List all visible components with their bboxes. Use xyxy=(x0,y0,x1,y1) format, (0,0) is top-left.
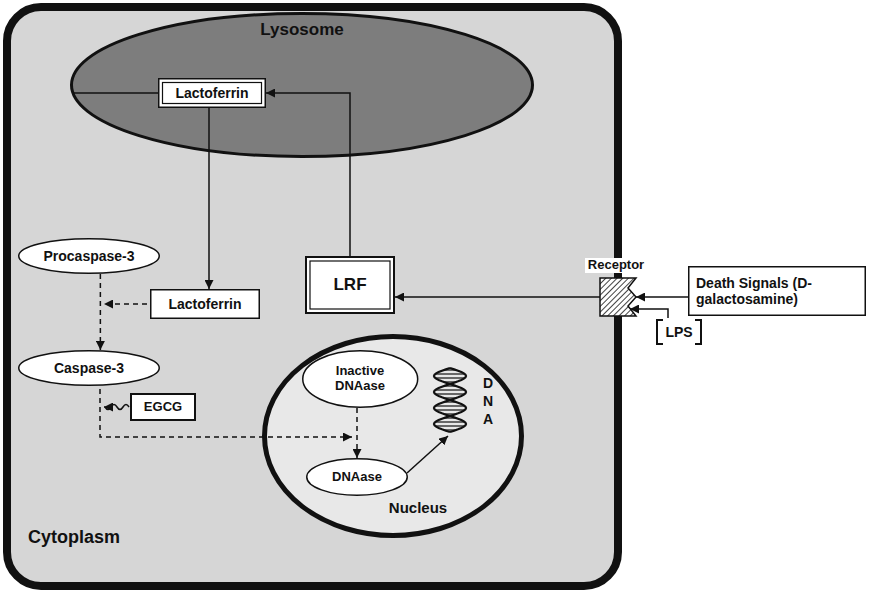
helix-rung xyxy=(435,393,465,394)
node-label: Lactoferrin xyxy=(175,85,248,101)
inhibitor-box: EGCG xyxy=(130,393,196,421)
node-label: Lysosome xyxy=(260,20,343,40)
ellipse-outline xyxy=(265,337,522,536)
box-inner-outline xyxy=(310,261,390,309)
enzyme-ellipse: Inactive DNAase xyxy=(302,350,418,408)
node-label: Cytoplasm xyxy=(28,527,120,548)
node-label: Procaspase-3 xyxy=(43,248,134,264)
receptor-symbol: Receptor xyxy=(582,256,650,318)
helix-rung xyxy=(435,373,465,374)
node-label: LPS xyxy=(665,324,692,340)
helix-rung xyxy=(435,377,465,378)
helix-rung xyxy=(435,389,465,390)
node-label: LRF xyxy=(333,275,366,295)
pathway-arrow xyxy=(208,108,210,289)
signal-box: Death Signals (D-galactosamine) xyxy=(688,266,866,316)
receptor-body xyxy=(600,278,636,316)
node-label: Receptor xyxy=(585,258,647,273)
node-label: DNAase xyxy=(332,470,382,485)
cell-outline: LactoferrinLysosomeProcaspase-3Lactoferr… xyxy=(3,3,622,590)
node-label: Caspase-3 xyxy=(54,360,124,376)
pathway-arrow xyxy=(636,296,688,298)
box-outline xyxy=(151,290,260,319)
ellipse-outline xyxy=(19,239,160,274)
protein-box: Lactoferrin xyxy=(150,289,260,319)
ellipse-outline xyxy=(72,14,533,157)
pathway-arrow xyxy=(395,296,600,298)
box-outline xyxy=(159,79,266,108)
nucleus-ellipse: Inactive DNAaseDNAase DNA Nucleus xyxy=(262,334,524,538)
label-holder: DNA xyxy=(481,374,495,429)
node-label: Nucleus xyxy=(389,499,447,516)
label-holder: Receptor xyxy=(585,258,647,273)
pathway-arrow xyxy=(100,274,102,350)
node-outline xyxy=(3,3,622,590)
factor-box: LRF xyxy=(305,256,395,314)
cell-membrane xyxy=(7,7,618,586)
ellipse-outline xyxy=(303,351,418,408)
enzyme-ellipse: Caspase-3 xyxy=(18,350,160,386)
box-outline xyxy=(689,267,866,316)
label-holder: Cytoplasm xyxy=(28,527,120,548)
helix-rung xyxy=(435,405,465,406)
node-label: DNA xyxy=(481,374,495,429)
ellipse-outline xyxy=(19,351,160,386)
box-outline xyxy=(131,394,195,420)
ellipse-outline xyxy=(307,459,408,496)
helix-rung xyxy=(435,421,465,422)
helix-strand xyxy=(434,368,466,432)
helix-rung xyxy=(435,409,465,410)
label-holder: Nucleus xyxy=(389,499,447,516)
stimulus-label: LPS xyxy=(654,318,704,346)
bracket xyxy=(695,320,701,344)
protein-box: Lactoferrin xyxy=(158,78,266,108)
enzyme-ellipse: DNAase xyxy=(306,458,408,496)
box-outline xyxy=(306,257,394,313)
node-label: Inactive DNAase xyxy=(323,364,397,394)
helix-strand xyxy=(434,368,466,432)
helix-rung xyxy=(435,425,465,426)
node-label: Lactoferrin xyxy=(168,296,241,312)
node-label: Death Signals (D-galactosamine) xyxy=(696,275,858,307)
tether-line xyxy=(73,92,158,94)
bracket xyxy=(657,320,663,344)
dna-helix: DNA xyxy=(426,366,498,436)
box-inner-outline xyxy=(163,83,262,104)
protein-ellipse: Procaspase-3 xyxy=(18,238,160,274)
label-holder: Lysosome xyxy=(260,20,343,40)
lysosome-ellipse: Lactoferrin Lysosome xyxy=(70,12,534,158)
node-label: EGCG xyxy=(144,400,182,415)
